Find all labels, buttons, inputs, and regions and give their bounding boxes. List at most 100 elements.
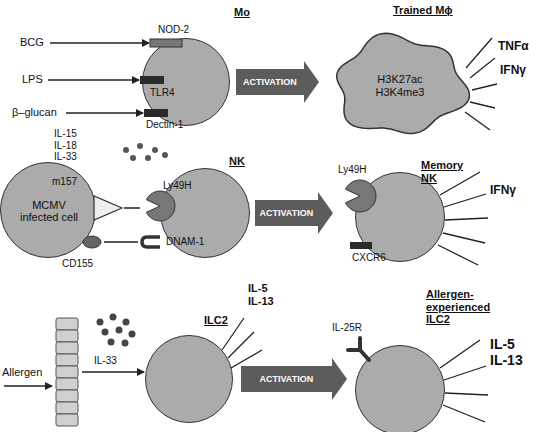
figure-label: IL-5 IL-13 — [490, 336, 534, 368]
receptor-arm — [348, 348, 360, 352]
secretion-line — [444, 194, 486, 207]
figure-label: TNFα — [498, 40, 529, 54]
secretion-line — [438, 245, 478, 265]
ligand-triangle — [94, 196, 122, 220]
receptor-arm — [358, 338, 362, 350]
figure-label: DNAM-1 — [166, 236, 204, 248]
epithelial-cell — [56, 354, 78, 366]
cell-heading: ILC2 — [204, 314, 228, 327]
figure-label: CD155 — [62, 258, 93, 270]
cell-outline — [325, 28, 475, 143]
allergen-arrow — [4, 385, 52, 386]
figure-label: BCG — [20, 36, 44, 49]
receptor-symbol — [348, 338, 369, 360]
figure-label: NOD-2 — [158, 24, 189, 36]
cell-circle: ILC2 — [145, 335, 233, 423]
figure-label: Ly49H — [338, 164, 367, 176]
secretion-line — [470, 102, 495, 108]
epithelial-cell — [56, 330, 78, 342]
figure-label: IL-15 IL-18 IL-33 — [54, 128, 88, 163]
figure-label: IFNγ — [500, 64, 526, 78]
cell-heading: Trained Mϕ — [393, 4, 453, 17]
secretion-line — [472, 84, 497, 90]
epithelium — [56, 318, 78, 426]
cell-circle: Allergen-experienced ILC2 — [355, 345, 445, 432]
cytokine-dot — [162, 152, 168, 158]
binding-dash — [104, 241, 138, 243]
cytokine-dot — [110, 314, 117, 321]
secretion-line — [228, 332, 254, 358]
secretion-line — [445, 393, 488, 395]
secretion-lines — [440, 340, 488, 422]
secretion-lines — [438, 172, 488, 265]
cell-circle: Memory NK — [355, 172, 445, 262]
cell-text: MCMV infected cell — [13, 199, 85, 224]
figure-label: IL-25R — [332, 322, 362, 334]
epithelial-cell — [56, 390, 78, 402]
cell-heading: Allergen-experienced ILC2 — [426, 288, 504, 326]
secretion-line — [443, 233, 485, 243]
figure-label: Allergen — [2, 366, 42, 379]
cytokine-dot — [152, 147, 158, 153]
figure-label: IFNγ — [490, 184, 516, 198]
receptor-symbol — [142, 237, 160, 247]
epithelial-cell — [56, 378, 78, 390]
secretion-line — [443, 405, 485, 422]
figure-label: β–glucan — [12, 106, 57, 119]
secretion-lines — [465, 38, 497, 130]
cytokine-dot — [97, 319, 104, 326]
activation-arrow — [241, 358, 347, 400]
secretion-line — [440, 340, 480, 368]
epithelial-cell — [56, 366, 78, 378]
epithelial-cell — [56, 342, 78, 354]
edge-label: ACTIVATION — [260, 208, 314, 218]
cell-circle: MCMV infected cell — [0, 162, 96, 258]
trained-macrophage: Trained MϕH3K27ac H3K4me3 — [325, 28, 475, 143]
cytokine-dot — [123, 147, 129, 153]
secretion-line — [466, 38, 492, 68]
cytokine-dot — [102, 329, 109, 336]
cytokine-dot — [129, 331, 136, 338]
cytokine-dot — [116, 327, 123, 334]
ligand-arrow — [50, 42, 149, 43]
activation-arrow — [255, 192, 333, 234]
cell-heading: Memory NK — [421, 159, 471, 184]
cytokine-arrow — [82, 371, 144, 372]
cell-text: H3K27ac H3K4me3 — [365, 73, 435, 98]
cytokine-dots — [123, 143, 168, 161]
cytokine-dot — [145, 155, 151, 161]
edge-label: ACTIVATION — [260, 374, 314, 384]
cytokine-dots — [97, 314, 136, 347]
figure-label: CXCR6 — [352, 252, 386, 264]
figure-label: Dectin-1 — [146, 119, 183, 131]
cell-circle: Mo — [142, 38, 230, 126]
secretion-line — [465, 112, 490, 130]
cytokine-dot — [123, 319, 130, 326]
cell-membrane — [337, 33, 470, 133]
secretion-line — [444, 366, 486, 380]
cell-heading: Mo — [234, 6, 250, 19]
cytokine-dot — [122, 340, 129, 347]
cytokine-dot — [130, 155, 136, 161]
cytokine-dot — [108, 339, 115, 346]
secretion-line — [231, 350, 262, 368]
secretion-line — [470, 58, 495, 78]
secretion-line — [440, 172, 480, 195]
epithelial-cell — [56, 318, 78, 330]
figure-label: IL-5 IL-13 — [248, 282, 280, 307]
epithelial-cell — [56, 414, 78, 426]
cytokine-dot — [137, 143, 143, 149]
secretion-line — [445, 218, 488, 220]
figure-label: TLR4 — [150, 87, 174, 99]
edge-label: ACTIVATION — [243, 77, 297, 87]
binding-dash — [124, 207, 140, 209]
figure-label: LPS — [22, 73, 43, 86]
figure-label: m157 — [52, 176, 77, 188]
figure-label: IL-33 — [94, 355, 117, 367]
ligand-arrow — [48, 79, 139, 80]
ligand-arrow — [66, 112, 143, 113]
activation-arrow — [236, 61, 319, 103]
figure-label: Ly49H — [163, 180, 192, 192]
cell-heading: NK — [229, 155, 245, 168]
